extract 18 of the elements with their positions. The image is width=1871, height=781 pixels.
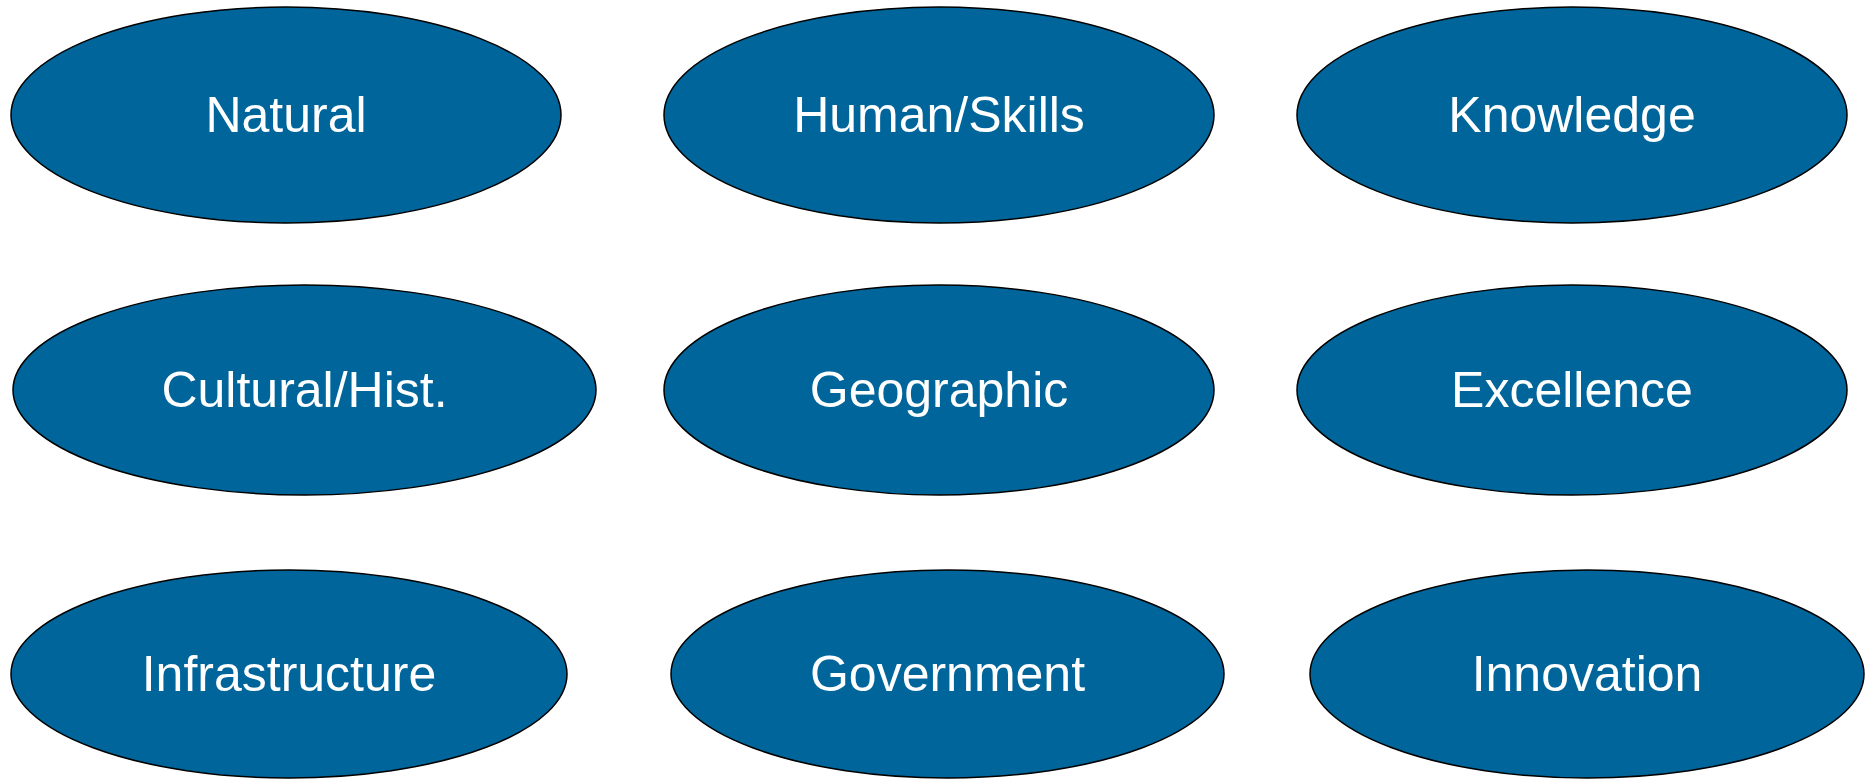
- node-label: Knowledge: [1448, 90, 1696, 140]
- ellipse-node: [10, 569, 568, 779]
- ellipse-node: [663, 284, 1215, 496]
- node-label: Infrastructure: [141, 649, 437, 699]
- node-label: Geographic: [809, 365, 1069, 415]
- ellipse-node: [1296, 284, 1848, 496]
- ellipse-node: [663, 6, 1215, 224]
- ellipse-node: [1309, 569, 1865, 779]
- node-label: Innovation: [1471, 649, 1703, 699]
- node-label: Excellence: [1451, 365, 1693, 415]
- node-label: Human/Skills: [793, 90, 1085, 140]
- node-label: Cultural/Hist.: [161, 365, 448, 415]
- node-label: Natural: [205, 90, 367, 140]
- ellipse-node: [670, 569, 1225, 779]
- ellipse-node: [12, 284, 597, 496]
- node-label: Government: [809, 649, 1086, 699]
- ellipse-node: [10, 6, 562, 224]
- ellipse-node: [1296, 6, 1848, 224]
